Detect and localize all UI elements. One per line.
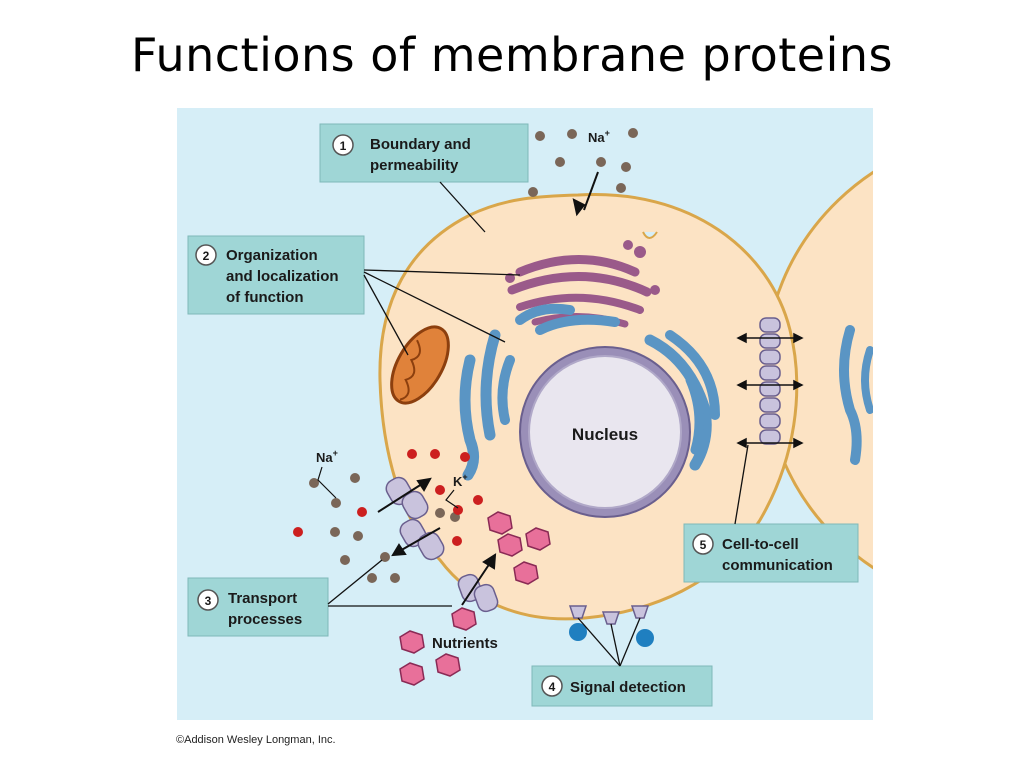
communication-number: 5: [700, 538, 707, 552]
nutrients-label: Nutrients: [432, 635, 498, 652]
organization-label-line2: and localization: [226, 268, 339, 285]
signal-label-line1: Signal detection: [570, 679, 686, 696]
leader-lines: [327, 181, 749, 667]
ion-label-leaders: [317, 466, 459, 509]
na-ions-left: [309, 473, 460, 583]
copyright-credit: ©Addison Wesley Longman, Inc.: [176, 734, 336, 746]
communication-label-line1: Cell-to-cell: [722, 536, 799, 553]
communication-label-line2: communication: [722, 557, 833, 574]
transport-arrows: [377, 477, 497, 606]
signal-number-badge: [541, 675, 563, 697]
signal-receptors: [568, 605, 650, 625]
nutrients: [399, 511, 551, 686]
membrane-dent: [642, 231, 658, 239]
organization-label-line3: of function: [226, 289, 303, 306]
slide-title: Functions of membrane proteins: [131, 28, 893, 82]
na-left-label: Na+: [316, 448, 338, 465]
boundary-label-line1: Boundary and: [370, 136, 471, 153]
boundary-label-box: [319, 123, 529, 183]
signal-number: 4: [549, 680, 556, 694]
boundary-number-badge: [332, 134, 354, 156]
transport-number: 3: [205, 594, 212, 608]
na-top-label: Na+: [588, 128, 610, 145]
endoplasmic-reticulum: [459, 303, 720, 481]
organization-label-line1: Organization: [226, 247, 318, 264]
organization-label-box: [187, 235, 365, 315]
permeability-arrow: [572, 171, 599, 217]
transport-proteins: [385, 476, 499, 613]
nucleus-label: Nucleus: [572, 425, 638, 444]
k-ions: [293, 449, 483, 546]
boundary-label-line2: permeability: [370, 157, 459, 174]
boundary-number: 1: [340, 139, 347, 153]
transport-label-line1: Transport: [228, 590, 297, 607]
neighbor-er: [839, 325, 873, 465]
mitochondrion: [390, 325, 450, 405]
transport-number-badge: [197, 589, 219, 611]
communication-number-badge: [692, 533, 714, 555]
na-ions-top: [528, 128, 638, 197]
junction-arrows: [736, 332, 804, 449]
k-label: K+: [453, 472, 468, 489]
organization-number: 2: [203, 249, 210, 263]
nucleus: [519, 346, 691, 518]
signal-molecules: [569, 623, 654, 647]
organization-number-badge: [195, 244, 217, 266]
transport-label-line2: processes: [228, 611, 302, 628]
communication-label-box: [683, 523, 859, 583]
